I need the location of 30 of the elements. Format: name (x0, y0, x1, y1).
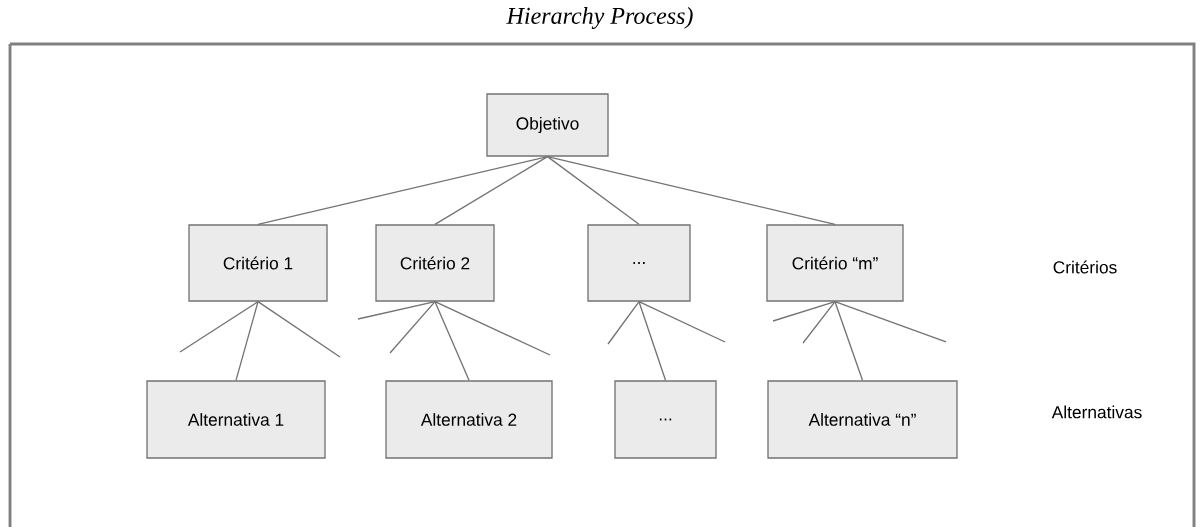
box: Critério “m” (766, 224, 904, 302)
box: Alternativa 1 (146, 380, 326, 459)
line (257, 301, 341, 358)
line (389, 301, 436, 354)
line (638, 301, 726, 343)
level-label: Alternativas (1051, 405, 1142, 419)
box: Alternativa 2 (385, 380, 553, 459)
line (638, 301, 667, 381)
line (434, 301, 470, 381)
line (546, 156, 836, 225)
line (434, 156, 549, 225)
caption-text: Hierarchy Process) (506, 7, 693, 29)
line (357, 301, 436, 320)
line (434, 301, 551, 356)
line (834, 301, 864, 381)
box: ... (587, 224, 691, 302)
line (834, 301, 947, 343)
box: Objetivo (486, 93, 609, 157)
box: Critério 1 (188, 224, 328, 302)
level-label: Critérios (1053, 260, 1117, 274)
line (772, 301, 836, 322)
line (607, 301, 640, 345)
box: ... (614, 380, 717, 459)
line (257, 156, 549, 225)
box: Critério 2 (375, 224, 495, 302)
box: Alternativa “n” (767, 380, 958, 459)
line (546, 156, 640, 225)
line (802, 301, 836, 344)
line (235, 301, 259, 381)
line (179, 301, 259, 353)
